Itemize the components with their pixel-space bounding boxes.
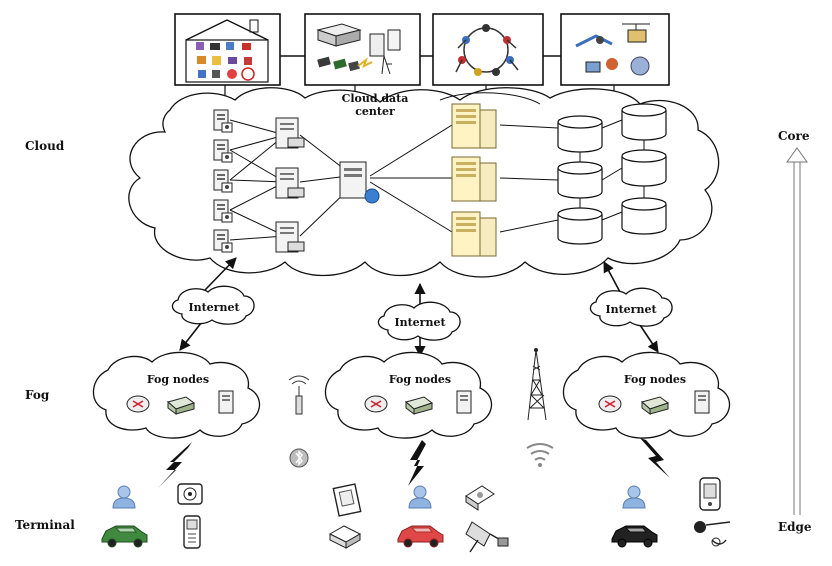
user-icon bbox=[408, 485, 432, 509]
axis-label-edge: Edge bbox=[778, 520, 812, 534]
car-icon bbox=[397, 525, 444, 548]
user-icon bbox=[622, 485, 646, 509]
database-icon bbox=[621, 103, 667, 141]
lightning-link-icon bbox=[408, 440, 426, 486]
industrial-icon bbox=[575, 23, 650, 76]
fog-nodes-label: Fog nodes bbox=[389, 373, 451, 386]
cloud-data-center-label-2: center bbox=[355, 105, 395, 118]
tablet-icon bbox=[465, 485, 495, 511]
internet-link-right: Internet bbox=[589, 261, 673, 353]
database-icon bbox=[557, 207, 603, 245]
phone-icon bbox=[699, 477, 721, 511]
fog-server-icon bbox=[694, 390, 710, 414]
level-label-terminal: Terminal bbox=[15, 518, 75, 532]
level-label-cloud: Cloud bbox=[25, 139, 65, 153]
router-icon bbox=[364, 395, 388, 413]
terminal-group-center bbox=[328, 483, 509, 553]
internet-link-left: Internet bbox=[171, 257, 255, 351]
car-icon bbox=[101, 525, 148, 548]
phone-icon bbox=[183, 515, 201, 549]
headset-icon bbox=[694, 521, 731, 547]
server-icon bbox=[451, 103, 497, 149]
fog-cluster-left: Fog nodes bbox=[92, 351, 261, 439]
internet-label: Internet bbox=[188, 301, 240, 314]
terminal-group-right bbox=[611, 477, 731, 548]
gateway-server bbox=[339, 161, 380, 204]
satellite-icon bbox=[465, 521, 509, 553]
wifi-icon bbox=[526, 443, 554, 467]
smart-home-icon bbox=[196, 42, 255, 81]
antenna-icon bbox=[288, 375, 310, 415]
app-box-industrial bbox=[560, 13, 670, 86]
core-cloud-inner bbox=[439, 92, 541, 105]
car-icon bbox=[611, 525, 658, 548]
lightning-link-icon bbox=[640, 438, 670, 478]
data-center-devices-icon bbox=[316, 23, 401, 75]
server-icon bbox=[451, 211, 497, 257]
terminal-group-left bbox=[101, 483, 203, 549]
internet-label: Internet bbox=[605, 303, 657, 316]
database-icon bbox=[557, 161, 603, 199]
tablet-icon bbox=[332, 483, 362, 517]
gold-server-stack bbox=[451, 103, 497, 257]
bluetooth-icon bbox=[289, 448, 309, 468]
server-icon bbox=[451, 156, 497, 202]
router-icon bbox=[598, 395, 622, 413]
axis-label-core: Core bbox=[778, 129, 810, 143]
app-box-smart-home bbox=[174, 13, 281, 86]
camera-icon bbox=[177, 483, 203, 505]
core-edge-arrow bbox=[786, 147, 808, 515]
internet-link-center: Internet bbox=[377, 282, 461, 358]
globe-icon bbox=[364, 188, 380, 204]
fog-server-icon bbox=[456, 390, 472, 414]
database-icon bbox=[621, 149, 667, 187]
router-small-icon bbox=[328, 525, 362, 549]
fog-server-icon bbox=[218, 390, 234, 414]
cloud-data-center-label-1: Cloud data bbox=[342, 92, 409, 105]
database-icon bbox=[557, 115, 603, 153]
internet-label: Internet bbox=[394, 316, 446, 329]
router-icon bbox=[126, 395, 150, 413]
database-icon bbox=[621, 197, 667, 235]
app-box-social-network bbox=[432, 13, 544, 86]
fog-cluster-center: Fog nodes bbox=[324, 351, 493, 439]
fog-nodes-label: Fog nodes bbox=[624, 373, 686, 386]
fog-nodes-label: Fog nodes bbox=[147, 373, 209, 386]
cell-tower-icon bbox=[527, 348, 547, 421]
fog-cluster-right: Fog nodes bbox=[562, 351, 731, 439]
lightning-link-icon bbox=[158, 442, 192, 488]
social-network-icon bbox=[455, 24, 519, 76]
user-icon bbox=[112, 485, 136, 509]
level-label-fog: Fog bbox=[25, 388, 50, 402]
app-box-data-center bbox=[304, 13, 421, 86]
